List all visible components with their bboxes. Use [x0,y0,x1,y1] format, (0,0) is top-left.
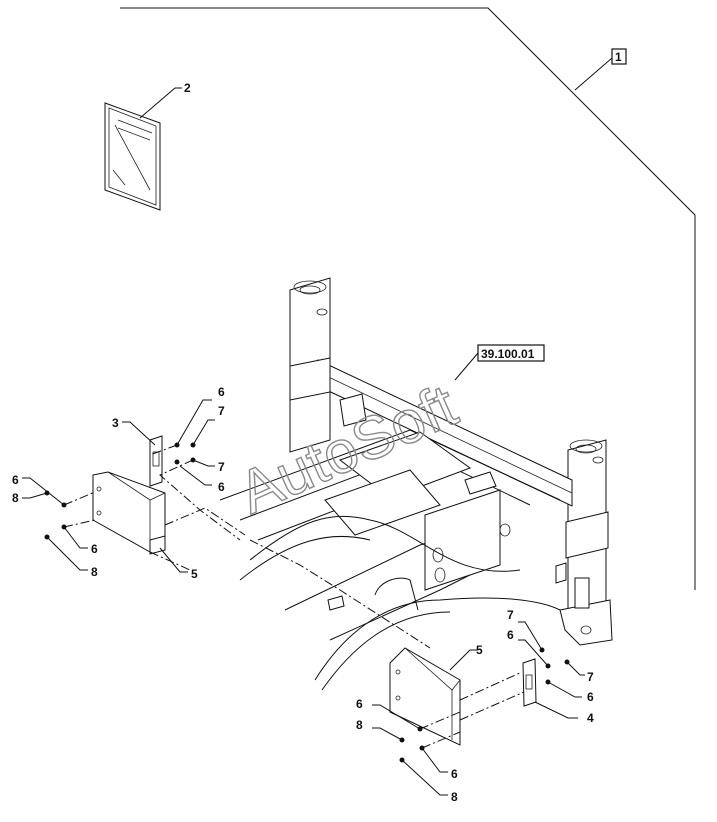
section-ref-label: 39.100.01 [481,347,535,361]
callout-5b: 5 [476,643,483,657]
fastener-dot [174,459,180,465]
callout-8c: 8 [356,718,363,732]
manual-sheet [104,102,161,211]
right-clamp-plate [522,658,537,707]
callout-8d: 8 [451,790,458,804]
callout-7b: 7 [218,460,225,474]
left-clamp-plate [149,435,163,487]
callout-6c: 6 [12,473,19,487]
callout-6a: 6 [218,385,225,399]
callout-7a: 7 [218,404,225,418]
callout-6d: 6 [91,542,98,556]
right-mounting-plate [389,647,461,746]
callout-7c: 7 [507,608,514,622]
reference-box-label: 1 [615,50,622,64]
callout-4: 4 [587,711,594,725]
frame-assembly [219,277,613,691]
callout-8a: 8 [12,491,19,505]
callout-6f: 6 [587,690,594,704]
reference-box [611,48,627,65]
callout-2: 2 [184,81,191,95]
callout-7d: 7 [587,670,594,684]
callout-6b: 6 [218,480,225,494]
callout-6g: 6 [356,697,363,711]
callout-6h: 6 [451,767,458,781]
callout-8b: 8 [91,565,98,579]
callout-5a: 5 [191,567,198,581]
group-bracket-line [120,7,696,590]
callout-3: 3 [112,416,119,430]
callout-6e: 6 [507,628,514,642]
